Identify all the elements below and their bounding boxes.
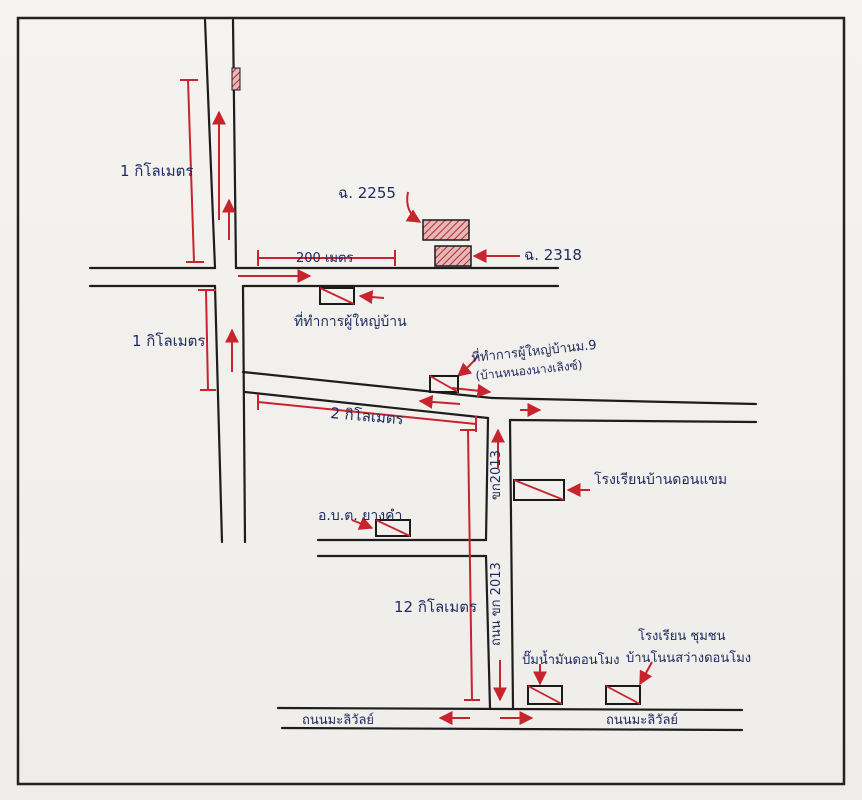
kk2013-right-edge: [508, 418, 515, 710]
label-gas-station: ปั๊มน้ำมันดอนโมง: [522, 650, 620, 668]
measure-2km: [257, 401, 477, 425]
highway-bottom: [280, 726, 744, 732]
label-headman-office: ที่ทำการผู้ใหญ่บ้าน: [294, 312, 407, 330]
pointer-headman-office: [358, 290, 385, 305]
buildings: [231, 67, 641, 705]
gas-station-marker: [527, 685, 563, 705]
diagonal-road-top: [241, 370, 494, 400]
label-highway-left: ถนนมะลิวัลย์: [302, 712, 374, 728]
highway-top: [276, 706, 744, 712]
label-200m: 200 เมตร: [296, 251, 353, 266]
label-obt: อ.บ.ต. ยางคำ: [318, 508, 402, 524]
diagonal-road-bottom: [243, 390, 490, 420]
label-plot-2318: ฉ. 2318: [524, 246, 582, 264]
plot-2255-marker: [422, 219, 470, 241]
small-plot-marker: [231, 67, 241, 91]
school-community-marker: [605, 685, 641, 705]
label-highway-right: ถนนมะลิวัลย์: [606, 712, 678, 728]
measure-1km-mid: [205, 289, 209, 391]
label-school-dontaem: โรงเรียนบ้านดอนแขม: [594, 471, 727, 488]
roads: [88, 18, 758, 732]
kk2013-left-edge-upper: [484, 416, 490, 542]
east-road-top: [490, 396, 758, 406]
label-school-community-1: โรงเรียน ชุมชน: [638, 628, 726, 644]
school-dontaem-marker: [513, 479, 565, 501]
measure-12km: [467, 429, 473, 701]
main-road-south-left-edge: [213, 284, 224, 544]
label-1km-mid: 1 กิโลเมตร: [132, 332, 205, 350]
main-road-north-left-edge: [203, 18, 217, 270]
plot-2318-marker: [434, 245, 472, 267]
pointer-obt: [351, 516, 374, 530]
label-12km: 12 กิโลเมตร: [394, 598, 477, 616]
arrow-west-diag: [418, 394, 461, 409]
label-road-kk2013-upper: ขก2013: [489, 450, 504, 500]
label-road-kk2013-lower: ถนน ขก 2013: [489, 562, 504, 646]
main-road-north-right-edge: [231, 18, 238, 270]
kk2013-left-edge-lower: [484, 554, 492, 710]
pointer-2255: [405, 191, 422, 223]
main-road-south-right-edge: [241, 284, 247, 544]
measure-lines: [180, 79, 653, 725]
headman-office-marker: [319, 287, 355, 305]
measure-1km-top: [187, 79, 195, 263]
obt-marker: [375, 519, 411, 537]
pointer-headman-house: [456, 355, 479, 377]
headman-house-marker: [429, 375, 459, 393]
east-road-bottom: [508, 418, 758, 424]
pointer-school-community: [639, 661, 653, 686]
label-1km-top: 1 กิโลเมตร: [120, 162, 193, 180]
label-plot-2255: ฉ. 2255: [338, 184, 396, 202]
label-school-community-2: บ้านโนนสว่างดอนโมง: [626, 650, 751, 666]
map-border: [16, 16, 846, 786]
